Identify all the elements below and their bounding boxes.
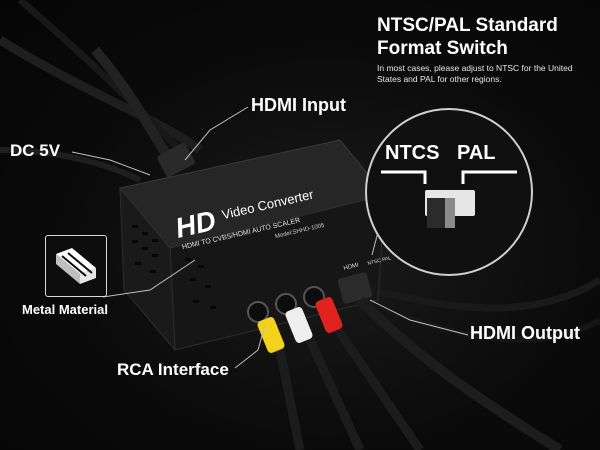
cable-right-1	[369, 277, 600, 312]
switch-title-line2: Format Switch	[377, 38, 508, 59]
hdmi-output-label: HDMI Output	[470, 323, 580, 343]
port-switch-label: NTSC PAL	[367, 255, 392, 267]
hdmi-output-cable	[356, 296, 563, 450]
hdmi-input-cable	[91, 46, 175, 163]
hdmi-input-plug	[157, 142, 195, 178]
port-hdmi-label: HDMI	[343, 262, 360, 272]
switch-right-label: PAL	[457, 142, 496, 164]
device-left	[119, 186, 176, 352]
switch-diagram	[381, 170, 517, 228]
metal-material-icon	[45, 235, 107, 297]
switch-title-line1: NTSC/PAL Standard	[377, 15, 558, 36]
cable-top-left-2	[17, 0, 183, 153]
switch-left-label: NTCS	[385, 142, 440, 164]
rca-yellow-plug	[257, 317, 305, 450]
dc-cable	[0, 147, 142, 183]
hdmi-input-label: HDMI Input	[251, 95, 346, 115]
switch-title: NTSC/PAL Standard Format Switch	[377, 14, 558, 60]
hdmi-output-plug	[337, 272, 373, 304]
cable-top-left	[0, 36, 203, 154]
rca-red-plug	[315, 297, 424, 450]
metal-material-label: Metal Material	[22, 302, 108, 317]
rca-interface-label: RCA Interface	[117, 360, 229, 379]
switch-zoom-inset: NTCS PAL	[365, 108, 533, 276]
dc-label: DC 5V	[10, 141, 61, 160]
vent-holes	[132, 225, 216, 309]
rca-white-plug	[285, 307, 365, 450]
switch-note: In most cases, please adjust to NTSC for…	[377, 63, 573, 84]
cable-right-2	[383, 307, 600, 343]
metal-profile-icon	[56, 248, 96, 284]
